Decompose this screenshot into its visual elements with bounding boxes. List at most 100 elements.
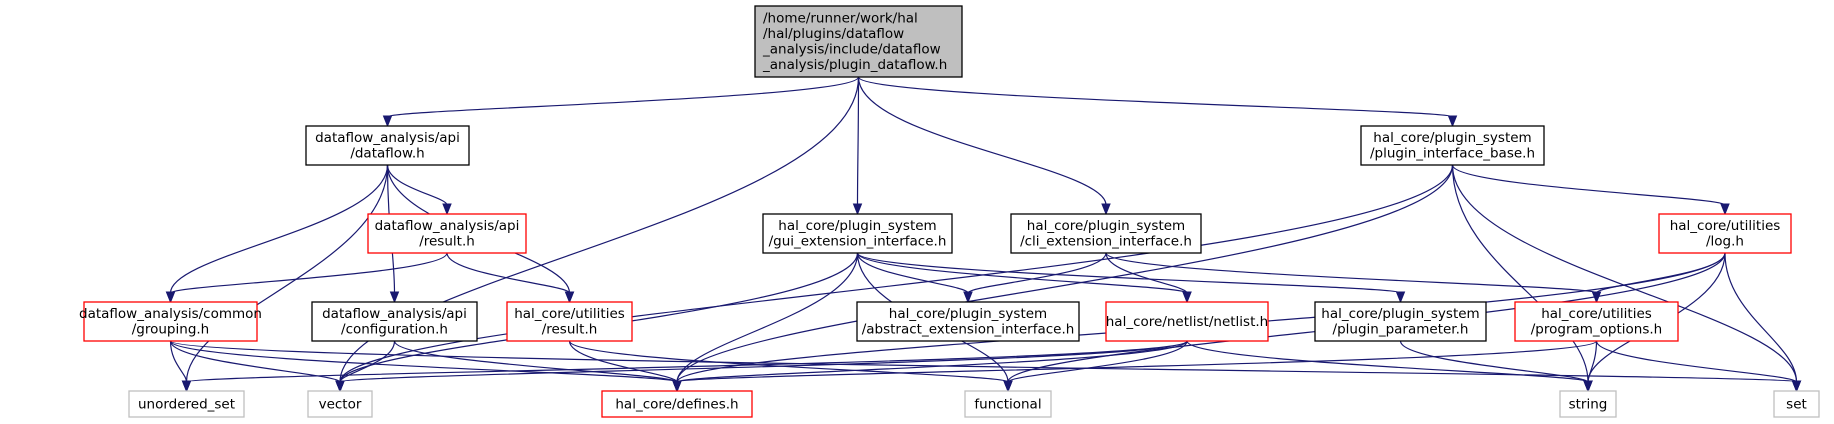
node-set[interactable]: set	[1773, 390, 1820, 418]
edge-arrowhead	[1447, 115, 1458, 128]
node-label-line: dataflow_analysis/api	[315, 130, 460, 146]
node-label-line: /plugin_interface_base.h	[1370, 146, 1535, 162]
node-unordered-set[interactable]: unordered_set	[128, 390, 245, 418]
edge-arrowhead	[382, 115, 393, 128]
node-program-options[interactable]: hal_core/utilities/program_options.h	[1514, 301, 1679, 342]
edge-line	[339, 340, 396, 383]
edge-line	[676, 340, 1598, 383]
edge-cli_ext-to-netlist	[1105, 252, 1192, 304]
edge-line	[568, 340, 678, 383]
node-label-line: vector	[319, 396, 362, 412]
node-netlist[interactable]: hal_core/netlist/netlist.h	[1105, 301, 1269, 342]
edge-grouping-to-vector	[169, 340, 345, 393]
node-label-line: hal_core/plugin_system	[1373, 130, 1531, 146]
node-label-line: /plugin_parameter.h	[1333, 322, 1469, 338]
node-api-dataflow[interactable]: dataflow_analysis/api/dataflow.h	[305, 125, 470, 166]
edge-line	[967, 252, 1107, 294]
node-defines[interactable]: hal_core/defines.h	[601, 390, 753, 418]
node-box	[601, 390, 753, 418]
edge-arrowhead	[963, 291, 973, 304]
node-label-line: hal_core/plugin_system	[889, 306, 1047, 322]
node-vector[interactable]: vector	[307, 390, 373, 418]
edge-line	[169, 340, 1798, 383]
node-grouping[interactable]: dataflow_analysis/common/grouping.h	[79, 301, 262, 342]
node-label-line: dataflow_analysis/api	[322, 306, 467, 322]
edge-root-to-cli_ext	[857, 76, 1111, 216]
node-configuration[interactable]: dataflow_analysis/api/configuration.h	[311, 301, 478, 342]
node-box	[367, 213, 527, 254]
node-root[interactable]: /home/runner/work/hal/hal/plugins/datafl…	[754, 5, 963, 78]
edge-line	[856, 76, 860, 206]
node-plugin-param[interactable]: hal_core/plugin_system/plugin_parameter.…	[1314, 301, 1487, 342]
node-label-line: hal_core/defines.h	[615, 396, 738, 412]
edges-layer	[165, 76, 1802, 393]
nodes-layer: /home/runner/work/hal/hal/plugins/datafl…	[79, 5, 1820, 418]
node-label-line: /dataflow.h	[350, 146, 424, 162]
node-log[interactable]: hal_core/utilities/log.h	[1658, 213, 1792, 254]
node-label-line: /result.h	[419, 234, 475, 250]
edge-arrowhead	[442, 203, 452, 216]
edge-line	[856, 252, 1188, 294]
edge-root-to-api_dataflow	[382, 76, 860, 128]
edge-arrowhead	[181, 380, 192, 393]
node-box	[1010, 213, 1202, 254]
edge-line	[446, 252, 571, 294]
node-label-line: hal_core/utilities	[514, 306, 625, 322]
edge-program_options-to-defines	[672, 340, 1598, 393]
node-label-line: dataflow_analysis/common	[79, 306, 262, 322]
node-gui-ext[interactable]: hal_core/plugin_system/gui_extension_int…	[762, 213, 953, 254]
edge-arrowhead	[1791, 380, 1802, 393]
node-label-line: /grouping.h	[132, 322, 209, 338]
node-box	[1658, 213, 1792, 254]
edge-line	[386, 76, 860, 118]
edge-arrowhead	[1583, 380, 1593, 393]
node-box	[754, 5, 963, 78]
node-label-line: hal_core/plugin_system	[1321, 306, 1479, 322]
node-label-line: /result.h	[542, 322, 598, 338]
edge-plugin_interface_base-to-set	[1451, 164, 1802, 393]
edge-cli_ext-to-abstract_ext	[963, 252, 1107, 304]
edge-gui_ext-to-abstract_ext	[856, 252, 973, 304]
node-label-line: /cli_extension_interface.h	[1020, 234, 1192, 250]
edge-arrowhead	[1003, 380, 1013, 393]
edge-arrowhead	[165, 291, 176, 304]
edge-api_result-to-util_result	[446, 252, 575, 304]
edge-arrowhead	[1182, 291, 1192, 304]
node-cli-ext[interactable]: hal_core/plugin_system/cli_extension_int…	[1010, 213, 1202, 254]
node-api-result[interactable]: dataflow_analysis/api/result.h	[367, 213, 527, 254]
edge-arrowhead	[852, 203, 863, 216]
edge-root-to-plugin_interface_base	[857, 76, 1458, 128]
node-plugin-interface-base[interactable]: hal_core/plugin_system/plugin_interface_…	[1360, 125, 1545, 166]
edge-plugin_interface_base-to-string	[1451, 164, 1593, 393]
node-label-line: hal_core/plugin_system	[1027, 218, 1185, 234]
node-box	[1360, 125, 1545, 166]
edge-api_dataflow-to-unordered_set	[181, 164, 389, 393]
edge-line	[169, 340, 341, 383]
node-util-result[interactable]: hal_core/utilities/result.h	[506, 301, 633, 342]
edge-arrowhead	[1720, 203, 1730, 216]
node-string[interactable]: string	[1559, 390, 1617, 418]
edge-gui_ext-to-defines	[672, 252, 859, 393]
edge-line	[1451, 164, 1798, 383]
edge-line	[568, 340, 1009, 383]
edge-arrowhead	[672, 380, 682, 393]
edge-api_result-to-grouping	[165, 252, 448, 304]
node-label-line: /configuration.h	[341, 322, 448, 338]
edge-program_options-to-string	[1583, 340, 1598, 393]
node-box	[1514, 301, 1679, 342]
node-label-line: _analysis/plugin_dataflow.h	[762, 57, 947, 73]
node-box	[1773, 390, 1820, 418]
node-label-line: /log.h	[1706, 234, 1744, 250]
node-label-line: /home/runner/work/hal	[763, 11, 918, 27]
node-box	[1559, 390, 1617, 418]
edge-line	[1724, 252, 1798, 383]
node-functional[interactable]: functional	[964, 390, 1052, 418]
node-abstract-ext[interactable]: hal_core/plugin_system/abstract_extensio…	[856, 301, 1080, 342]
edge-line	[856, 252, 969, 294]
edge-line	[1105, 252, 1188, 294]
edge-arrowhead	[1101, 203, 1111, 216]
node-box	[506, 301, 633, 342]
node-label-line: unordered_set	[138, 396, 235, 412]
edge-line	[339, 340, 1188, 383]
